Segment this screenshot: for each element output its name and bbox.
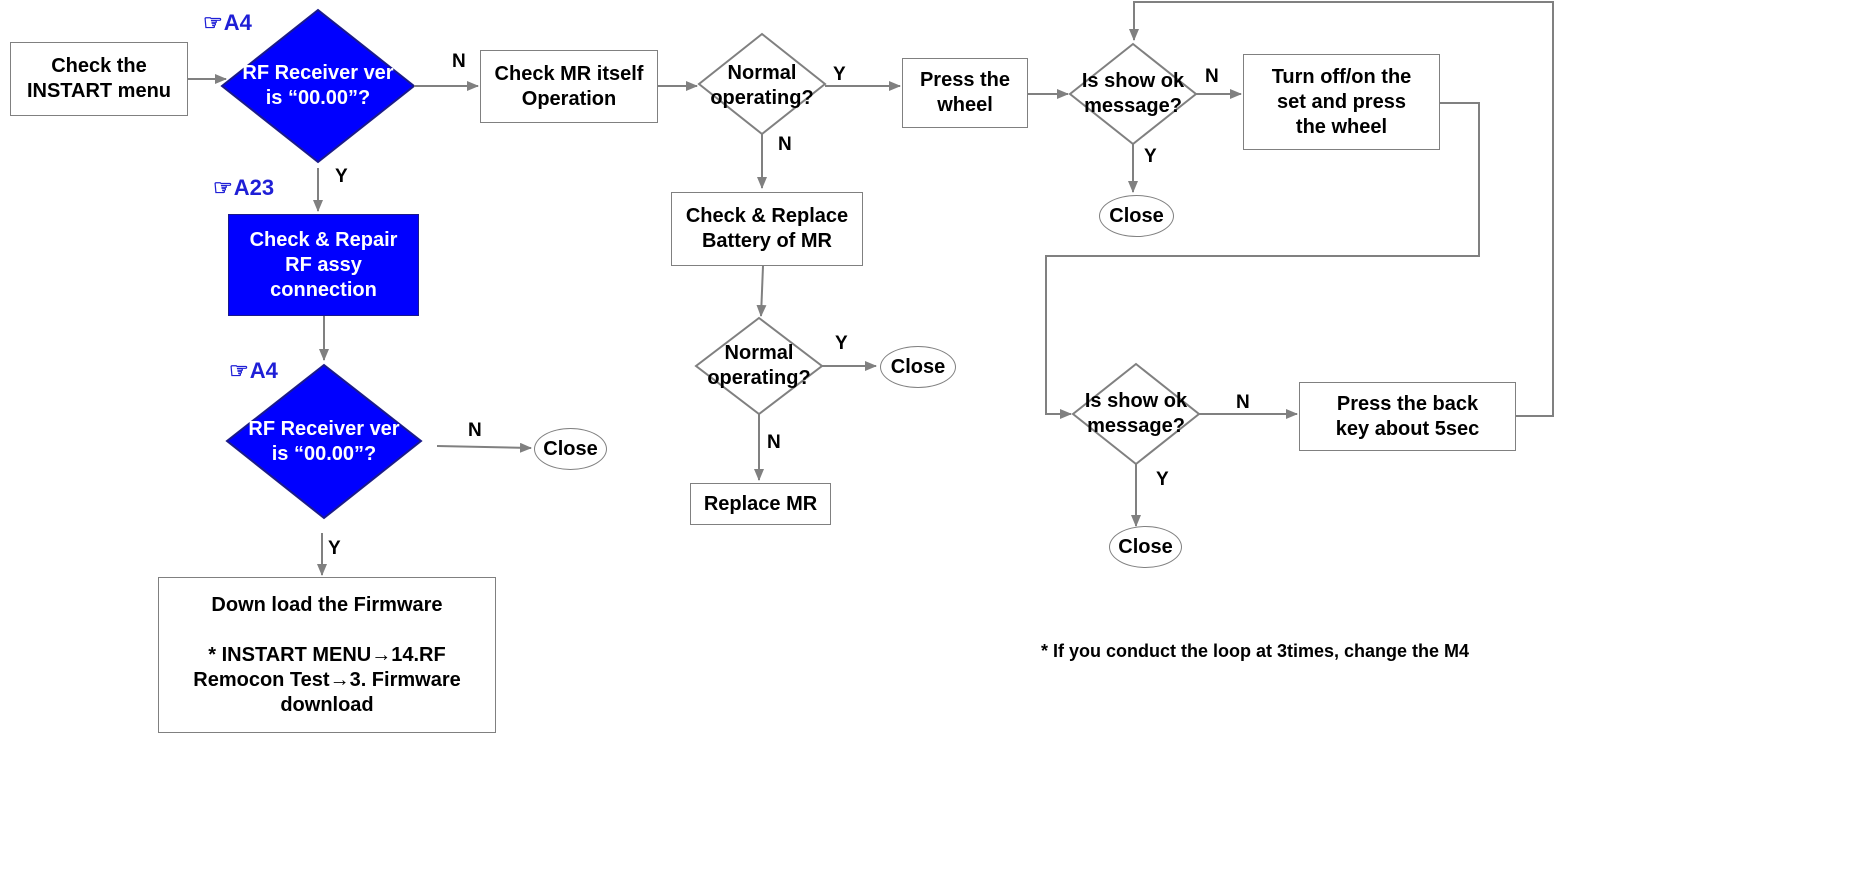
edge-label-y: Y [835,333,848,354]
edge-label-y: Y [335,166,348,187]
edge-label-n: N [767,432,781,453]
show-ok-2-label: Is show ok message? [1084,390,1188,437]
normal-op-1-label: Normal operating? [710,62,814,109]
edge-label-y: Y [1144,146,1157,167]
ref-a4-mid: ☞A4 [229,358,278,383]
pointing-hand-icon: ☞ [213,175,233,200]
edge-battery-to-normal2 [756,265,767,317]
pointing-hand-icon: ☞ [229,358,249,383]
node-replace-mr: Replace MR [690,483,831,525]
node-check-replace-battery: Check & Replace Battery of MR [671,192,863,266]
edge-label-n: N [1236,392,1250,413]
loop-footnote: * If you conduct the loop at 3times, cha… [1041,641,1470,661]
pointing-hand-icon: ☞ [203,10,223,35]
node-check-repair-rf: Check & Repair RF assy connection [228,214,419,316]
node-check-instart: Check the INSTART menu [10,42,188,116]
edge-label-y: Y [328,538,341,559]
edge-label-n: N [468,420,482,441]
edge-rfver2-to-close3 [436,442,532,453]
edge-turnoff-loop [1045,102,1480,419]
node-check-mr-itself: Check MR itself Operation [480,50,658,123]
normal-op-2-label: Normal operating? [707,342,811,389]
edge-label-y: Y [833,64,846,85]
rf-ver-2-label: RF Receiver ver is “00.00”? [248,418,400,465]
rf-ver-1-label: RF Receiver ver is “00.00”? [242,62,394,109]
edge-label-n: N [1205,66,1219,87]
edge-label-y: Y [1156,469,1169,490]
node-close-1: Close [1099,195,1174,237]
node-turn-off-on: Turn off/on the set and press the wheel [1243,54,1440,150]
rf-ver-diamond-1 [220,8,416,164]
node-close-2: Close [880,346,956,388]
edge-label-n: N [452,51,466,72]
rf-ver-diamond-2 [225,363,423,520]
node-close-4: Close [1109,526,1182,568]
show-ok-1-label: Is show ok message? [1081,70,1185,117]
ref-a23: ☞A23 [213,175,275,200]
node-close-3: Close [534,428,607,470]
node-press-back: Press the back key about 5sec [1299,382,1516,451]
node-press-wheel: Press the wheel [902,58,1028,128]
node-download-firmware: Down load the Firmware * INSTART MENU→14… [158,577,496,733]
edge-label-n: N [778,134,792,155]
edge-pressback-loop [1129,1,1554,417]
ref-a4-top: ☞A4 [203,10,252,35]
